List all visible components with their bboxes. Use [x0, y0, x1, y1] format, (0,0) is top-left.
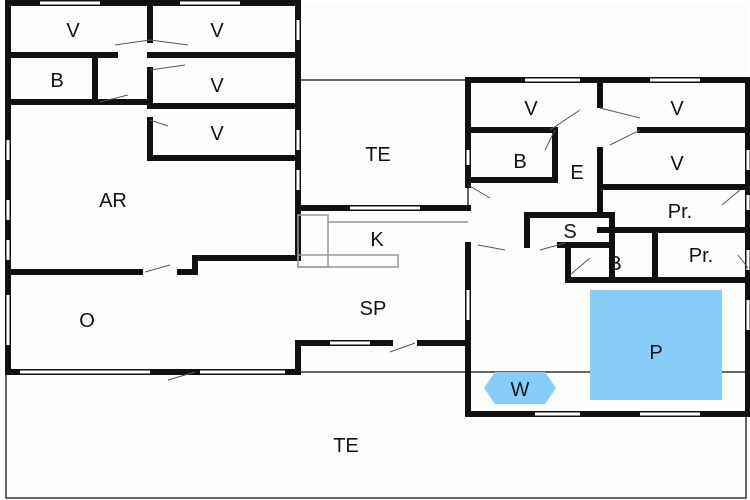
windows [6, 1, 750, 416]
label-terrace-lower: TE [333, 435, 359, 457]
label-activity-room: AR [99, 190, 127, 212]
label-sauna: S [563, 221, 576, 243]
kitchen-counters [297, 214, 468, 268]
label-terrace-upper: TE [365, 144, 391, 166]
label-bedroom-2: V [210, 20, 224, 42]
label-kitchen: K [370, 229, 384, 251]
label-bedroom-3: V [210, 75, 224, 97]
terrace-upper-area [297, 79, 469, 209]
room-labels: V V B V V AR O TE K SP TE V V B E V Pr. … [50, 20, 713, 457]
label-bedroom-4: V [210, 123, 224, 145]
label-pr-1: Pr. [668, 201, 692, 223]
door-swings [99, 39, 749, 381]
label-bedroom-5: V [524, 98, 538, 120]
label-bath-2: B [513, 151, 526, 173]
label-bedroom-7: V [670, 153, 684, 175]
label-pool: P [649, 342, 662, 364]
label-dining: SP [360, 298, 387, 320]
label-pr-2: Pr. [689, 245, 713, 267]
label-bath-1: B [50, 70, 63, 92]
label-whirlpool: W [511, 379, 530, 401]
label-bath-3: B [608, 253, 621, 275]
whirlpool [484, 372, 556, 404]
label-living: O [79, 310, 95, 332]
label-bedroom-6: V [670, 98, 684, 120]
label-entrance: E [570, 162, 583, 184]
label-bedroom-1: V [66, 20, 80, 42]
pool [590, 290, 722, 400]
